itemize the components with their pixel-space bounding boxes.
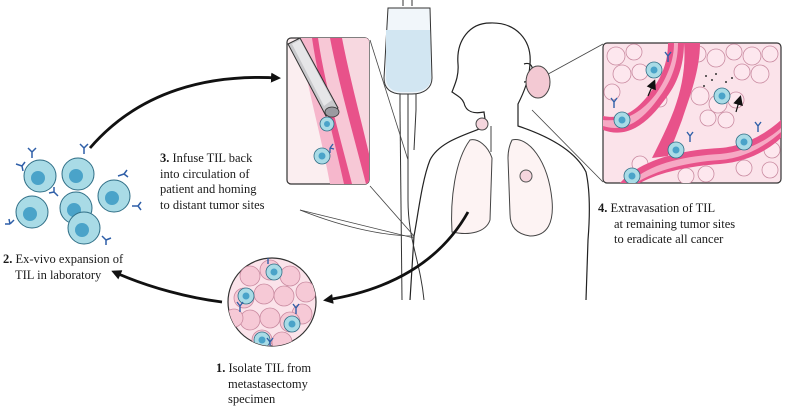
- step-4-caption: 4. Extravasation of TIL at remaining tum…: [598, 201, 735, 248]
- neck-tumor-icon: [475, 117, 489, 131]
- step-1-line-1: Isolate TIL from: [228, 361, 312, 375]
- vessel-zoom-panel: [286, 37, 370, 185]
- step-3-line-1: Infuse TIL back: [172, 151, 253, 165]
- step-3-line-4: to distant tumor sites: [160, 197, 265, 212]
- step-1-line-3: specimen: [228, 392, 276, 406]
- specimen-circle: [227, 257, 317, 347]
- step-4-line-2: at remaining tumor sites: [614, 216, 736, 231]
- step-3-number: 3.: [160, 151, 170, 165]
- tissue-zoom-panel: [602, 42, 782, 184]
- step-4-line-1: Extravasation of TIL: [610, 201, 716, 215]
- step-1-number: 1.: [216, 361, 226, 375]
- t-cells: [613, 61, 753, 183]
- step-3-caption: 3. Infuse TIL back into circulation of p…: [160, 151, 265, 213]
- step-3-line-3: patient and homing: [160, 182, 257, 196]
- cycle-arrows: [88, 72, 470, 304]
- vessel-cells: [313, 116, 335, 165]
- step-1-caption: 1. Isolate TIL from metastasectomy speci…: [216, 361, 311, 408]
- step-2-number: 2.: [3, 252, 13, 266]
- expanded-til-cluster: [5, 143, 142, 245]
- syringe-icon: [287, 38, 340, 118]
- iv-bag-icon: [383, 0, 433, 301]
- step-2-line-1: Ex-vivo expansion of: [15, 252, 124, 266]
- step-3-line-2: into circulation of: [160, 166, 250, 181]
- patient-silhouette-icon: [409, 22, 590, 301]
- head-tumor-icon: [525, 65, 551, 99]
- antibody-icons: [610, 51, 762, 142]
- lungs-icon: [451, 126, 553, 237]
- tumor-cells: [603, 43, 781, 183]
- step-4-line-3: to eradicate all cancer: [614, 232, 724, 246]
- step-4-number: 4.: [598, 201, 608, 215]
- step-2-caption: 2. Ex-vivo expansion of TIL in laborator…: [3, 252, 123, 283]
- step-1-line-2: metastasectomy: [228, 376, 308, 391]
- tumor-icon: [519, 169, 533, 183]
- step-2-line-2: TIL in laboratory: [15, 267, 102, 282]
